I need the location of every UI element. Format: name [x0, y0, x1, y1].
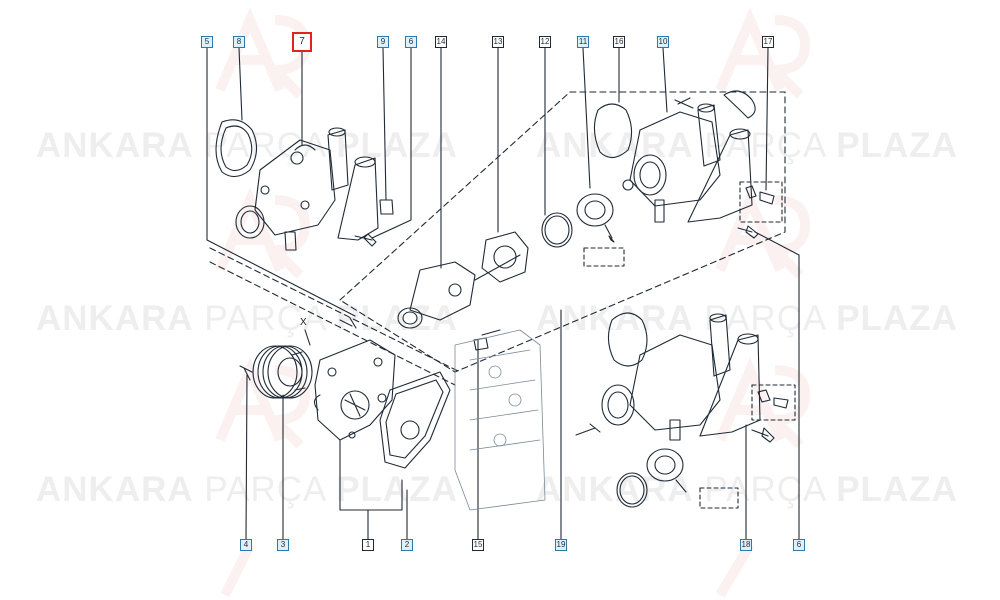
- callout-4: 4: [240, 539, 252, 551]
- leader-line: [339, 439, 403, 511]
- callout-6: 6: [405, 36, 417, 48]
- dash-box: [699, 487, 739, 509]
- watermark: ANKARA PARÇA PLAZA: [36, 470, 458, 509]
- clip-17: [723, 90, 756, 119]
- leader-line: [371, 47, 412, 239]
- callout-7: 7: [292, 32, 312, 52]
- callout-13: 13: [492, 36, 504, 48]
- engine-block-sketch: [454, 329, 546, 511]
- thermostat-housing-10: [622, 97, 753, 223]
- thermostat-housing-7: [235, 127, 379, 251]
- gasket-2: [379, 371, 451, 469]
- leader-line: [238, 47, 243, 121]
- sensor: [745, 185, 775, 205]
- gasket-16: [593, 103, 633, 159]
- assembly-dash-line: [209, 261, 456, 386]
- thermostat-housing-lower: [601, 313, 761, 441]
- logo-watermark: [215, 187, 311, 279]
- callout-12: 12: [539, 36, 551, 48]
- leader-line: [765, 47, 769, 191]
- bolt-lower: [575, 423, 601, 436]
- thermostat-11: [576, 193, 615, 243]
- bolt-6: [354, 233, 377, 247]
- label-x: X: [300, 317, 307, 328]
- callout-17: 17: [762, 36, 774, 48]
- callout-15: 15: [472, 539, 484, 551]
- callout-5: 5: [201, 36, 213, 48]
- callout-14: 14: [435, 36, 447, 48]
- leader-line: [382, 47, 387, 201]
- assembly-dash-box: [339, 91, 786, 373]
- leader-line: [662, 47, 668, 113]
- callout-9: 9: [377, 36, 389, 48]
- callout-16: 16: [613, 36, 625, 48]
- dash-box: [583, 247, 625, 267]
- logo-watermark: [715, 187, 811, 279]
- bolt: [339, 317, 357, 329]
- gasket-8: [215, 119, 258, 178]
- callout-19: 19: [555, 539, 567, 551]
- assembly-dash-line: [209, 247, 461, 373]
- gasket-13: [481, 231, 529, 283]
- leader-line: [582, 47, 591, 189]
- logo-watermark: [715, 7, 811, 99]
- callout-1: 1: [362, 539, 374, 551]
- arrow-x: [304, 329, 311, 346]
- leader-line: [245, 374, 248, 540]
- dash-box: [739, 181, 783, 223]
- callout-3: 3: [277, 539, 289, 551]
- o-ring-12: [541, 212, 573, 248]
- leader-line: [206, 47, 356, 317]
- logo-watermark: [220, 542, 755, 598]
- callout-11: 11: [577, 36, 589, 48]
- callout-10: 10: [657, 36, 669, 48]
- water-pump-1: [313, 339, 396, 441]
- gasket-lower: [607, 312, 648, 367]
- sensor: [757, 389, 789, 409]
- callout-18: 18: [740, 539, 752, 551]
- watermark: ANKARA PARÇA PLAZA: [536, 470, 958, 509]
- gasket-8-inner: [220, 125, 253, 172]
- leader-line: [754, 231, 800, 540]
- pulley-3: [252, 345, 313, 399]
- watermark: ANKARA PARÇA PLAZA: [536, 299, 958, 338]
- bolt-lower-right: [751, 427, 775, 443]
- logo-watermark: [715, 357, 811, 449]
- plug-9: [379, 199, 394, 215]
- callout-6: 6: [793, 539, 805, 551]
- callout-8: 8: [233, 36, 245, 48]
- bolt-6-right: [737, 225, 759, 239]
- logo-watermark: [215, 357, 311, 449]
- o-ring-lower: [616, 472, 648, 508]
- callout-2: 2: [401, 539, 413, 551]
- water-outlet-14: [397, 254, 521, 329]
- thermostat-lower: [646, 448, 684, 482]
- dash-box: [751, 384, 796, 421]
- bolt-4: [239, 365, 253, 381]
